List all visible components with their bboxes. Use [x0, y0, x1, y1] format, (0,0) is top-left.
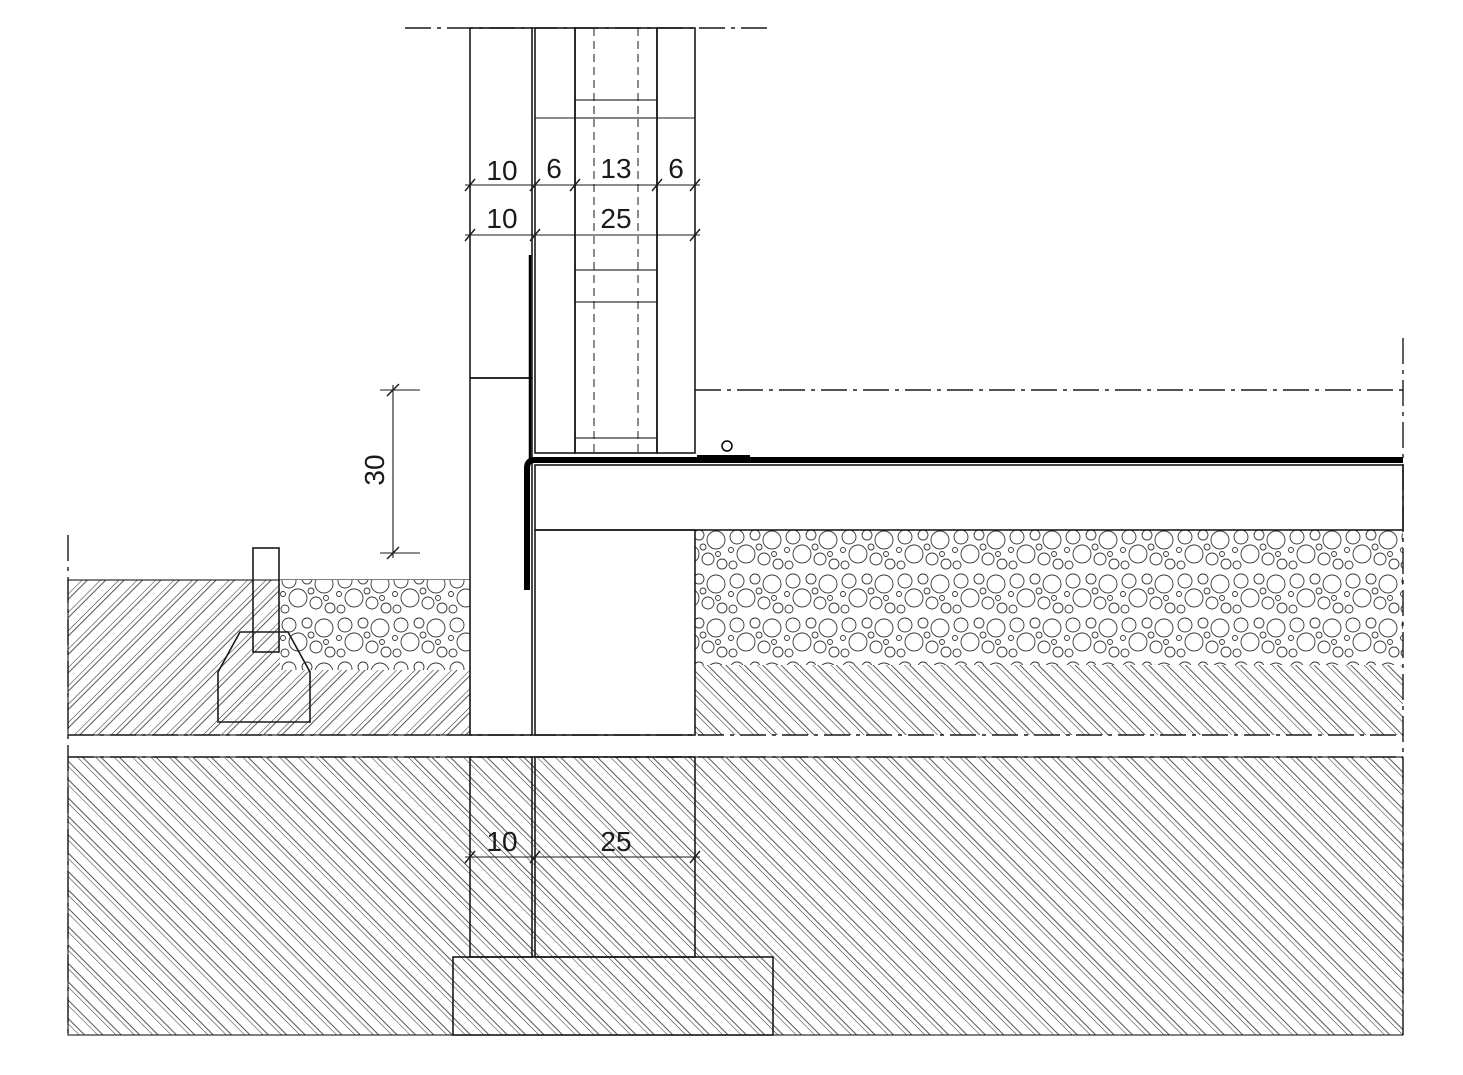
dim-wall-25: 25	[600, 203, 631, 234]
wall-inner-leaf	[656, 27, 696, 454]
dim-insulation-10-b: 10	[486, 203, 517, 234]
curb-stone	[252, 547, 280, 653]
dim-foundation-insulation-10: 10	[486, 826, 517, 857]
curb-foundation	[217, 631, 311, 723]
dim-insulation-10: 10	[486, 155, 517, 186]
gravel-bed-under-slab	[695, 530, 1403, 665]
dim-foundation-wall-25: 25	[600, 826, 631, 857]
dimension-row-2: 10 25	[464, 203, 701, 242]
gravel-left	[280, 580, 470, 670]
wall-outer-leaf	[534, 27, 576, 454]
dimension-plinth-height: 30	[359, 383, 420, 560]
section-break-lines	[68, 734, 1403, 758]
axis-lines	[67, 27, 1404, 1035]
strip-footing	[452, 956, 774, 1036]
wall-core	[574, 27, 658, 454]
waterproofing-membrane	[524, 255, 1403, 590]
soil-lower	[67, 756, 1404, 1036]
dim-leaf-6-inner: 6	[668, 153, 684, 184]
dimension-foundation-row: 10 25	[464, 826, 701, 864]
dim-plinth-30: 30	[359, 454, 390, 485]
dim-core-13: 13	[600, 153, 631, 184]
floor-slab	[534, 464, 1404, 531]
soil-upper-right	[695, 665, 1403, 735]
dim-leaf-6-outer: 6	[546, 153, 562, 184]
dimension-row-1: 10 6 13 6	[464, 153, 701, 192]
sealant-bead	[721, 440, 733, 452]
